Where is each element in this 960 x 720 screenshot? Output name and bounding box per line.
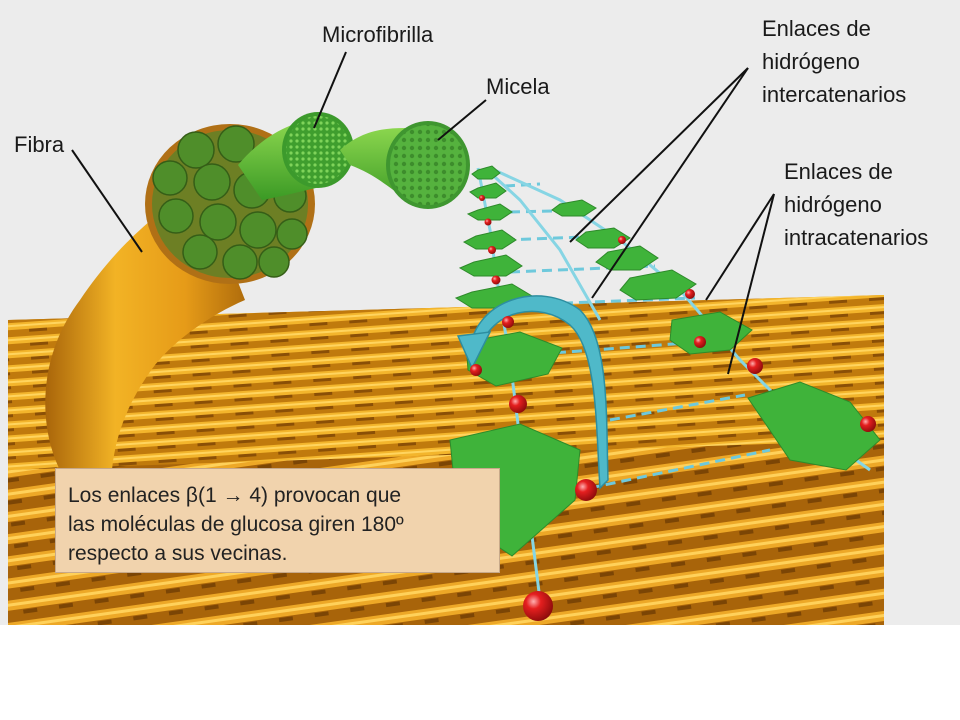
label-inter-line-3: intercatenarios [762,82,907,107]
label-intercatenarios: Enlaces de hidrógeno intercatenarios [762,12,906,111]
caption-line-3: respecto a sus vecinas. [68,542,288,565]
label-intra-line-3: intracatenarios [784,225,929,250]
microfibrils-cross-section [152,125,308,280]
caption-line-1: Los enlaces β(1 → 4) provocan que [68,484,402,507]
label-micela: Micela [486,74,550,99]
rotation-arrow [456,295,609,490]
leader-lines [71,51,775,375]
oxygen-atoms [470,195,876,621]
caption-line-2: las moléculas de glucosa giren 180º [68,513,404,536]
label-microfibrilla: Microfibrilla [322,22,434,47]
label-inter-line-1: Enlaces de [762,16,871,41]
micela-tube [340,121,470,209]
caption-box: Los enlaces β(1 → 4) provocan que las mo… [55,468,500,573]
microfibrilla-tube [238,112,354,200]
glucose-units-right-chain [551,199,881,471]
label-intracatenarios: Enlaces de hidrógeno intracatenarios [784,155,928,254]
label-intra-line-2: hidrógeno [784,192,882,217]
label-fibra: Fibra [14,132,65,157]
label-inter-line-2: hidrógeno [762,49,860,74]
label-intra-line-1: Enlaces de [784,159,893,184]
